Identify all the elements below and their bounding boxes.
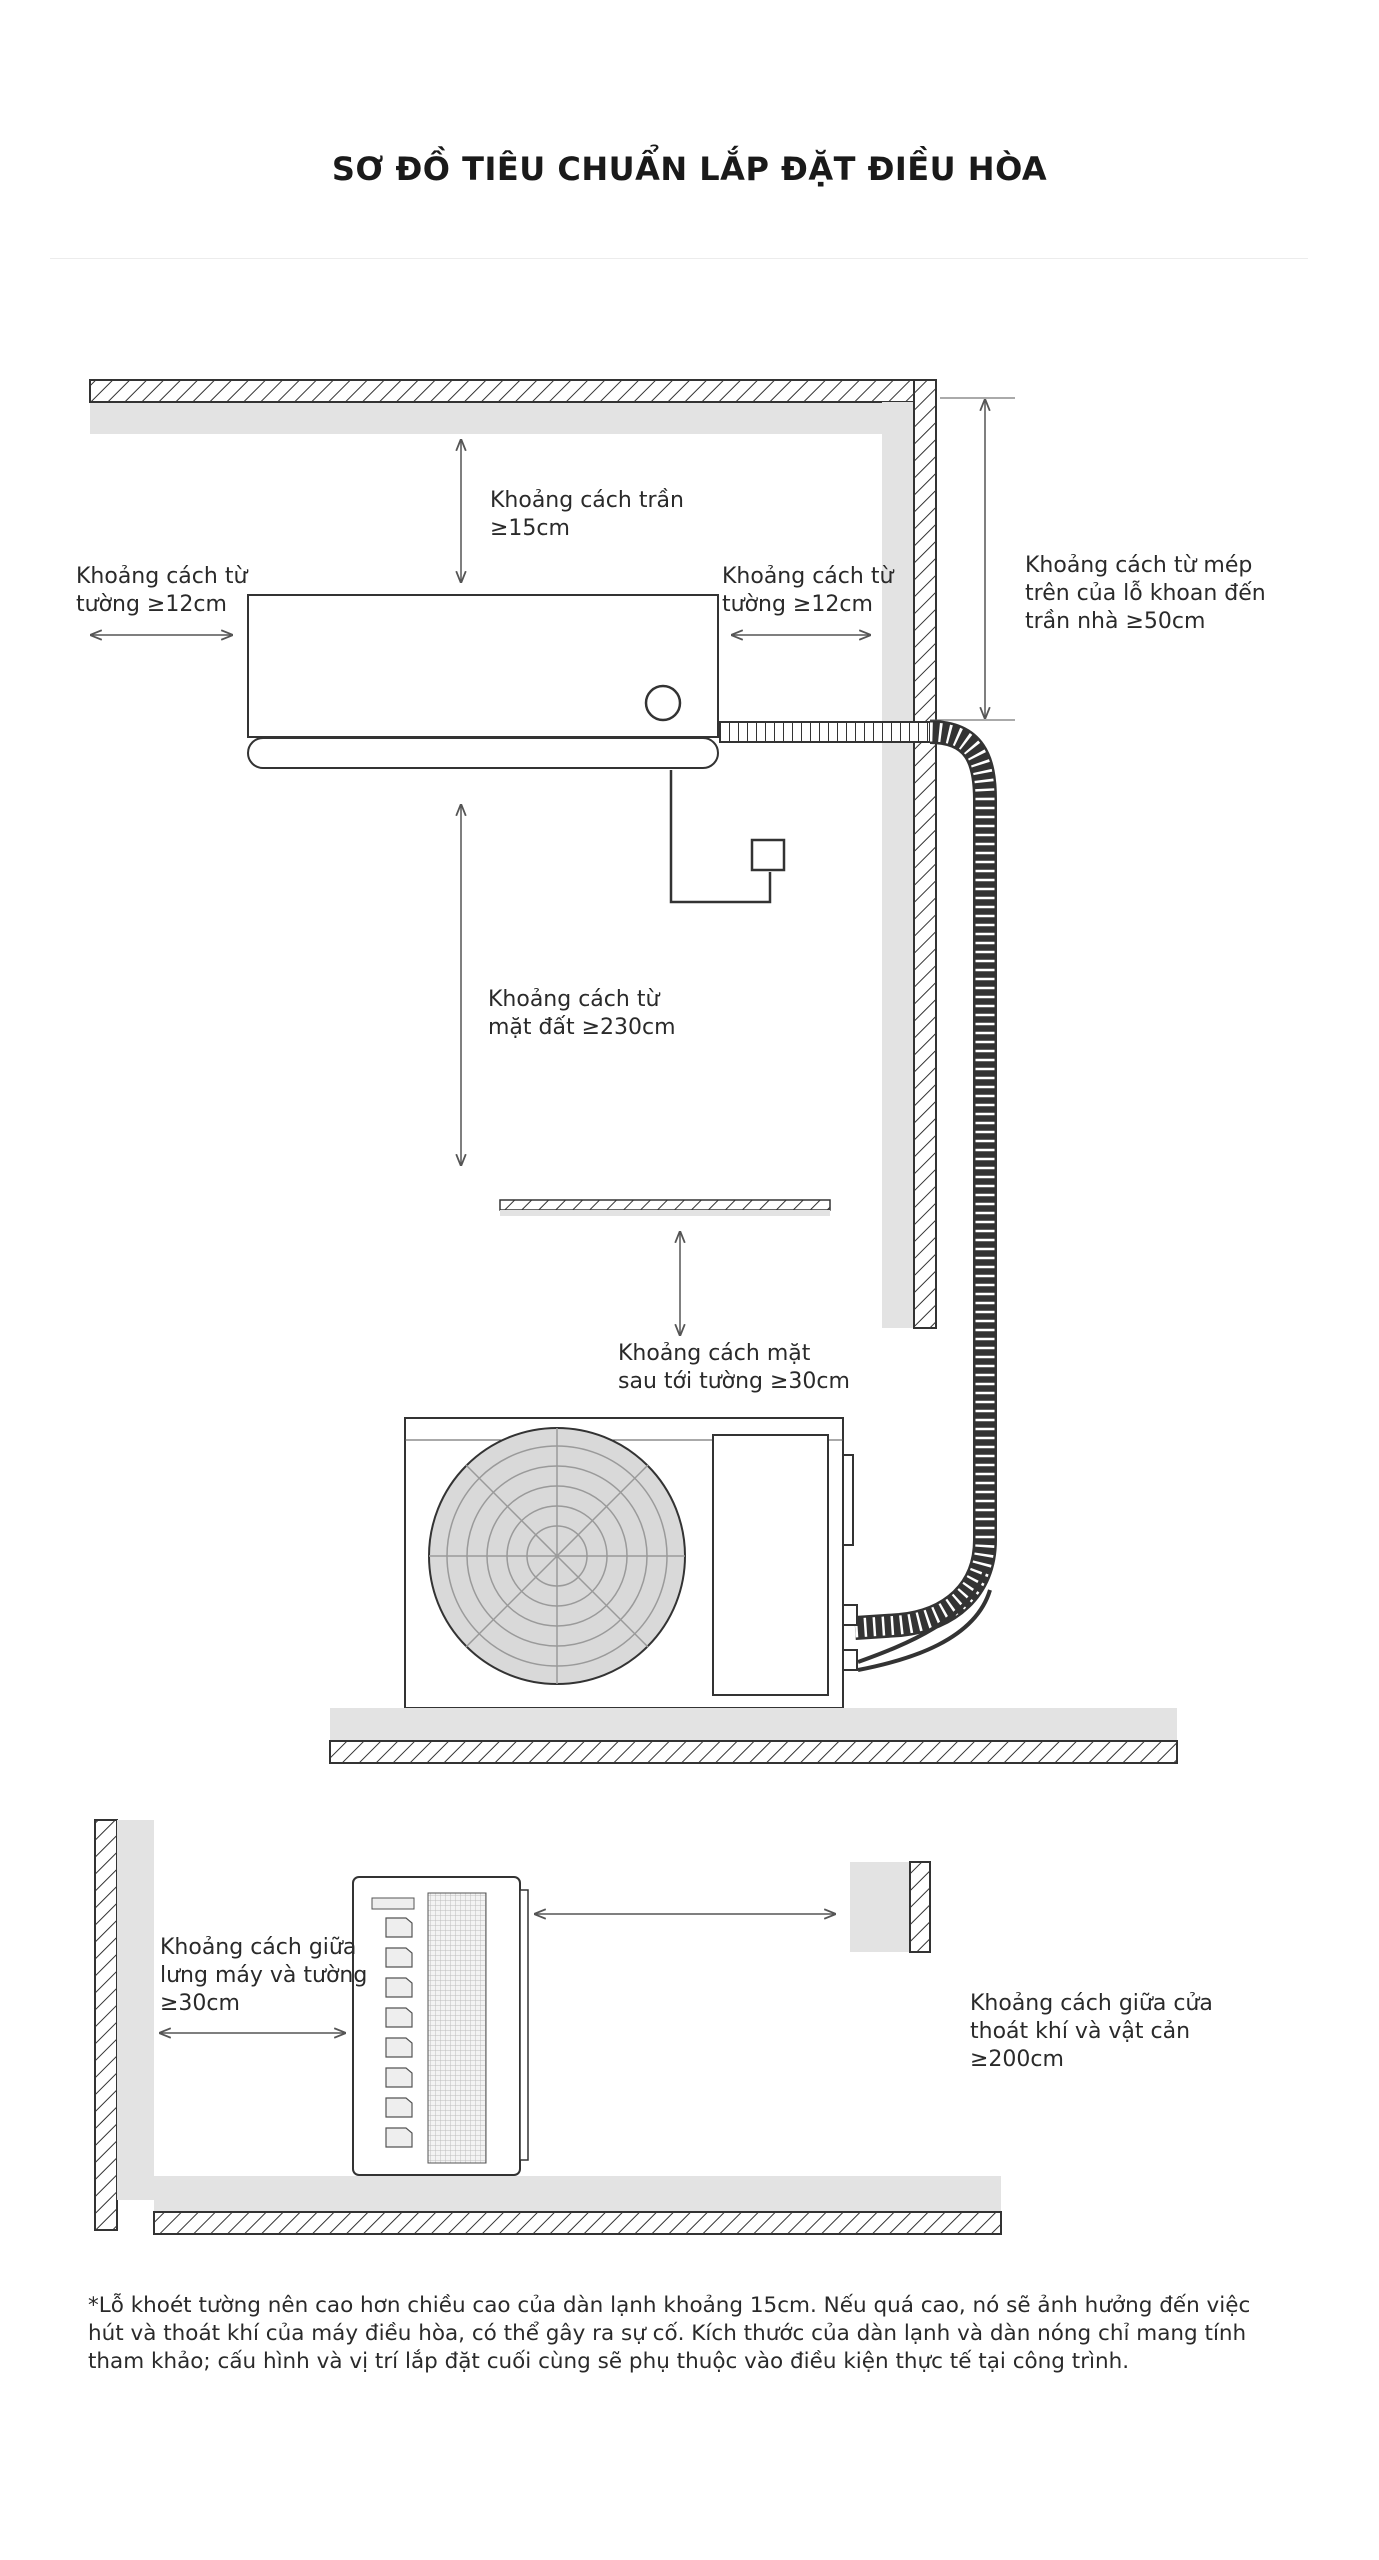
right-wall xyxy=(882,379,937,1329)
indoor-unit xyxy=(247,594,719,769)
title-divider xyxy=(50,258,1308,259)
label-exhaust-distance: Khoảng cách giữa cửa thoát khí và vật cả… xyxy=(970,1991,1213,2072)
label-left-wall-distance: Khoảng cách từ tường ≥12cm xyxy=(76,564,248,617)
ceiling-wall xyxy=(89,379,937,434)
side-wall-left xyxy=(94,1819,154,2231)
ground xyxy=(329,1708,1178,1764)
side-arrows xyxy=(160,1914,835,2033)
shelf xyxy=(499,1199,831,1216)
side-floor xyxy=(153,2176,1002,2235)
label-right-wall-distance: Khoảng cách từ tường ≥12cm xyxy=(722,564,894,617)
label-hole-to-ceiling: Khoảng cách từ mép trên của lỗ khoan đến… xyxy=(1025,553,1266,634)
outdoor-unit-side xyxy=(352,1876,529,2176)
drain-pipe xyxy=(669,770,786,904)
side-obstacle xyxy=(850,1861,931,1953)
label-floor-distance: Khoảng cách từ mặt đất ≥230cm xyxy=(488,987,676,1040)
label-ceiling-distance: Khoảng cách trần ≥15cm xyxy=(490,488,684,541)
page-title: SƠ ĐỒ TIÊU CHUẨN LẮP ĐẶT ĐIỀU HÒA xyxy=(331,150,1048,188)
footnote: *Lỗ khoét tường nên cao hơn chiều cao củ… xyxy=(88,2293,1251,2374)
label-side-back-distance: Khoảng cách giữa lưng máy và tường ≥30cm xyxy=(160,1935,368,2016)
label-outdoor-back-distance: Khoảng cách mặt sau tới tường ≥30cm xyxy=(618,1341,850,1394)
outdoor-unit xyxy=(404,1417,858,1709)
refrigerant-hose xyxy=(719,720,997,1672)
dimension-arrows xyxy=(91,397,1015,1335)
